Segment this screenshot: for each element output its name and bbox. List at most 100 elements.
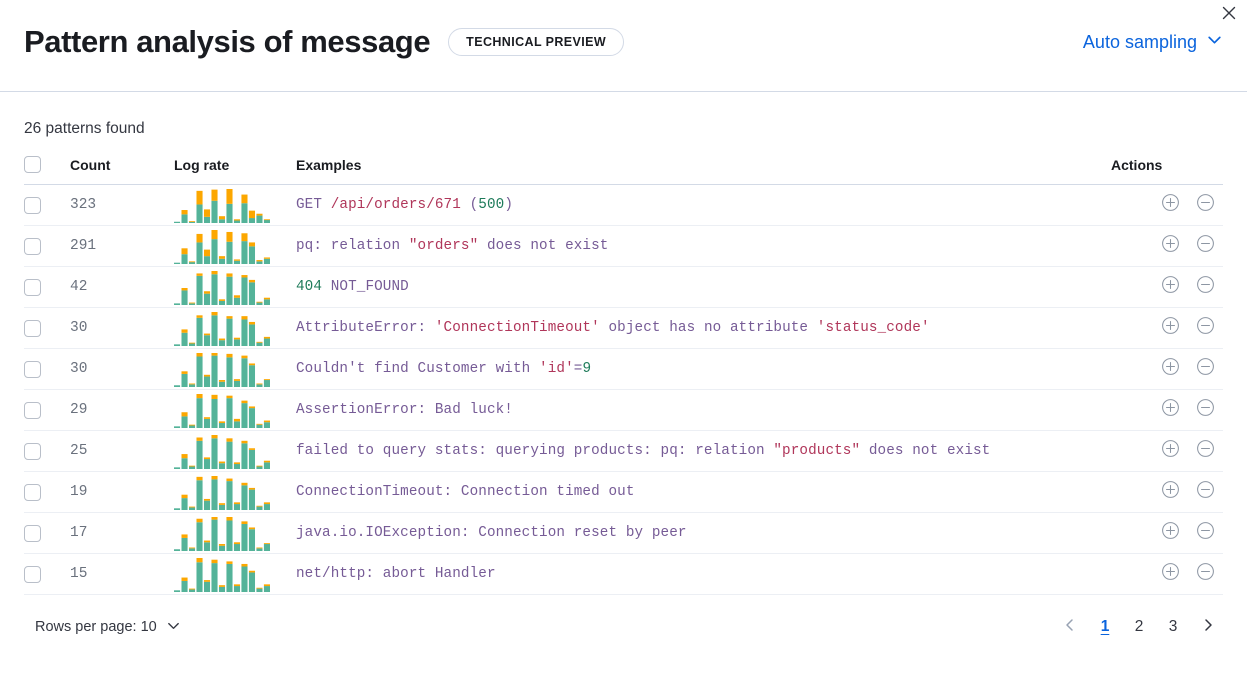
example-token-string: /api/orders/671: [330, 197, 461, 213]
pagination-next-button[interactable]: [1193, 612, 1223, 642]
example-token-base: ): [504, 197, 514, 213]
example-token-base: object has no attribute: [599, 320, 817, 336]
table-row[interactable]: 30 AttributeError: 'ConnectionTimeout' ob…: [24, 307, 1223, 349]
pagination-page-3[interactable]: 3: [1168, 618, 1178, 635]
row-checkbox[interactable]: [24, 401, 41, 419]
row-actions: [1111, 430, 1223, 472]
row-count: 29: [70, 389, 174, 431]
row-actions-wrapper: [1111, 234, 1223, 258]
minus-in-circle-icon[interactable]: [1196, 193, 1215, 217]
example-token-number: 500: [478, 197, 505, 213]
row-checkbox[interactable]: [24, 442, 41, 460]
row-select-cell: [24, 307, 70, 349]
minus-in-circle-icon[interactable]: [1196, 275, 1215, 299]
row-checkbox[interactable]: [24, 524, 41, 542]
plus-in-circle-icon[interactable]: [1161, 316, 1180, 340]
table-row[interactable]: 30 Couldn't find Customer with 'id'=9: [24, 348, 1223, 390]
table-row[interactable]: 17 java.io.IOException: Connection reset …: [24, 512, 1223, 554]
row-checkbox[interactable]: [24, 360, 41, 378]
patterns-found-count: 26 patterns found: [24, 120, 145, 137]
row-checkbox[interactable]: [24, 565, 41, 583]
table-row[interactable]: 25 failed to query stats: querying produc…: [24, 430, 1223, 472]
pagination-previous-button[interactable]: [1055, 612, 1085, 642]
row-select-cell: [24, 266, 70, 308]
column-header-count: Count: [70, 156, 174, 185]
minus-in-circle-icon[interactable]: [1196, 357, 1215, 381]
example-token-base: failed to query stats: querying products…: [296, 443, 774, 459]
plus-in-circle-icon[interactable]: [1161, 439, 1180, 463]
row-count: 25: [70, 430, 174, 472]
row-count: 30: [70, 307, 174, 349]
plus-in-circle-icon[interactable]: [1161, 562, 1180, 586]
plus-in-circle-icon[interactable]: [1161, 357, 1180, 381]
minus-in-circle-icon[interactable]: [1196, 521, 1215, 545]
row-example: GET /api/orders/671 (500): [296, 184, 1111, 226]
row-log-rate-sparkline: [174, 307, 296, 349]
row-checkbox[interactable]: [24, 278, 41, 296]
row-actions-wrapper: [1111, 357, 1223, 381]
table-header-row: Count Log rate Examples Actions: [24, 156, 1223, 185]
rows-per-page-selector[interactable]: Rows per page: 10: [24, 618, 181, 637]
row-actions: [1111, 348, 1223, 390]
row-actions-wrapper: [1111, 521, 1223, 545]
row-log-rate-sparkline: [174, 471, 296, 513]
plus-in-circle-icon[interactable]: [1161, 193, 1180, 217]
row-checkbox[interactable]: [24, 483, 41, 501]
plus-in-circle-icon[interactable]: [1161, 521, 1180, 545]
pagination: 1 2 3: [1055, 612, 1223, 642]
row-log-rate-sparkline: [174, 266, 296, 308]
row-select-cell: [24, 430, 70, 472]
minus-in-circle-icon[interactable]: [1196, 316, 1215, 340]
row-example: ConnectionTimeout: Connection timed out: [296, 471, 1111, 513]
minus-in-circle-icon[interactable]: [1196, 439, 1215, 463]
chevron-down-icon: [1206, 31, 1223, 53]
flyout-body: 26 patterns found Count Log rate Example…: [0, 92, 1247, 595]
pagination-page-2[interactable]: 2: [1134, 618, 1144, 635]
row-example: AttributeError: 'ConnectionTimeout' obje…: [296, 307, 1111, 349]
row-checkbox[interactable]: [24, 319, 41, 337]
minus-in-circle-icon[interactable]: [1196, 562, 1215, 586]
select-all-header: [24, 156, 70, 185]
example-token-base: does not exist: [478, 238, 609, 254]
minus-in-circle-icon[interactable]: [1196, 398, 1215, 422]
plus-in-circle-icon[interactable]: [1161, 480, 1180, 504]
rows-per-page-label: Rows per page: 10: [35, 619, 157, 635]
row-count: 30: [70, 348, 174, 390]
row-log-rate-sparkline: [174, 348, 296, 390]
row-count: 17: [70, 512, 174, 554]
row-select-cell: [24, 471, 70, 513]
auto-sampling-dropdown[interactable]: Auto sampling: [1083, 31, 1223, 53]
row-example: Couldn't find Customer with 'id'=9: [296, 348, 1111, 390]
minus-in-circle-icon[interactable]: [1196, 480, 1215, 504]
row-log-rate-sparkline: [174, 512, 296, 554]
plus-in-circle-icon[interactable]: [1161, 398, 1180, 422]
close-button[interactable]: [1216, 2, 1242, 28]
row-actions-wrapper: [1111, 562, 1223, 586]
select-all-checkbox[interactable]: [24, 156, 41, 173]
row-checkbox[interactable]: [24, 237, 41, 255]
plus-in-circle-icon[interactable]: [1161, 275, 1180, 299]
header-title-row: Pattern analysis of message TECHNICAL PR…: [24, 0, 1223, 84]
row-select-cell: [24, 389, 70, 431]
row-select-cell: [24, 553, 70, 595]
row-actions-wrapper: [1111, 193, 1223, 217]
example-token-base: java.io.IOException: Connection reset by…: [296, 525, 687, 541]
example-token-number: 9: [582, 361, 592, 377]
row-select-cell: [24, 225, 70, 267]
row-log-rate-sparkline: [174, 389, 296, 431]
minus-in-circle-icon[interactable]: [1196, 234, 1215, 258]
row-actions: [1111, 389, 1223, 431]
row-checkbox[interactable]: [24, 196, 41, 214]
row-actions-wrapper: [1111, 398, 1223, 422]
auto-sampling-label: Auto sampling: [1082, 31, 1197, 52]
row-select-cell: [24, 184, 70, 226]
plus-in-circle-icon[interactable]: [1161, 234, 1180, 258]
example-token-string: 'status_code': [816, 320, 930, 336]
pagination-page-1[interactable]: 1: [1100, 618, 1110, 635]
